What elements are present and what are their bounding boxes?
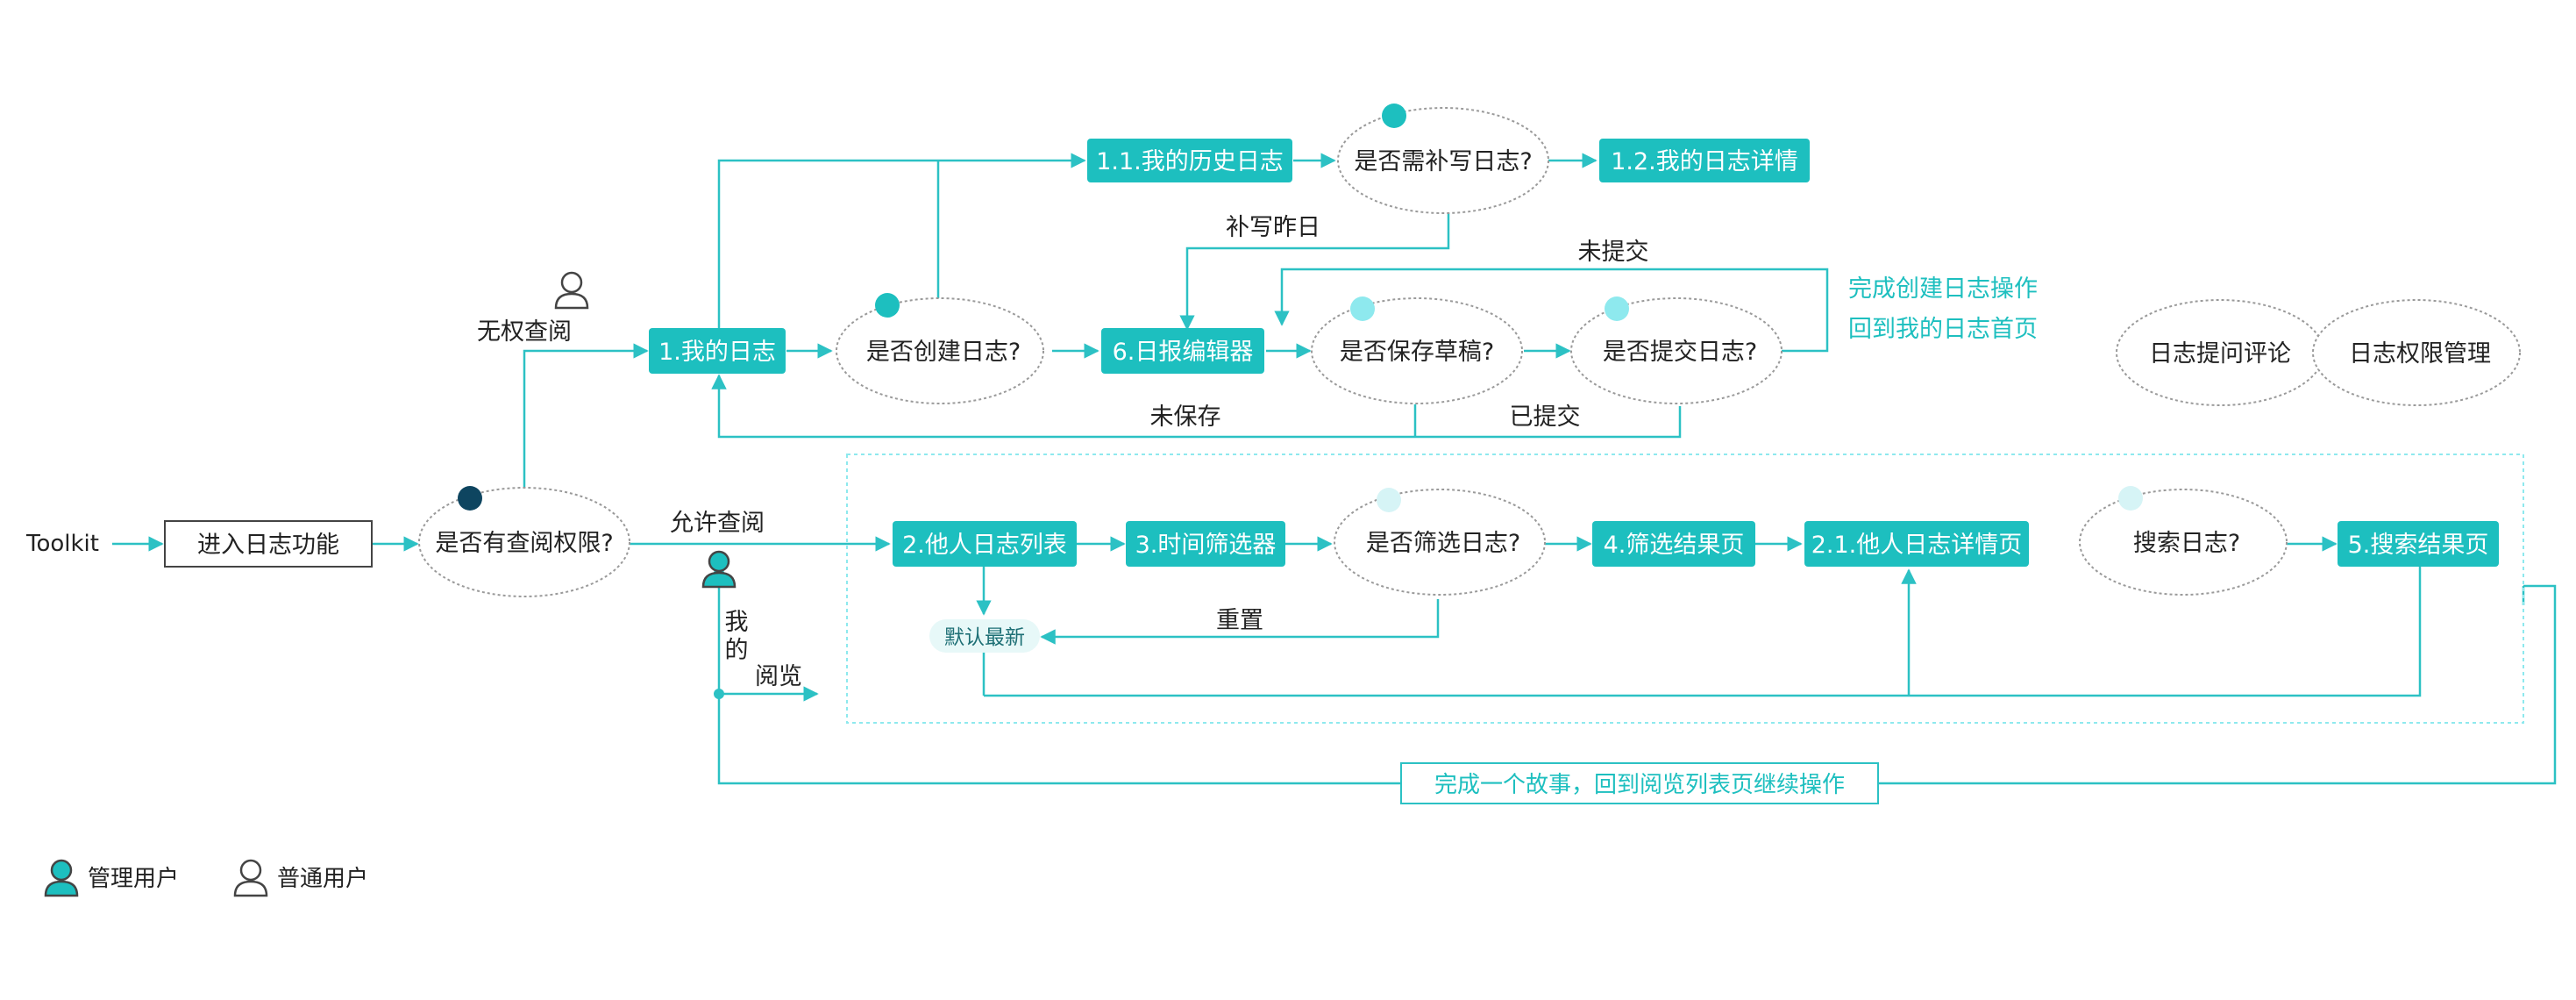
filter-marker-dot [1377,488,1401,512]
others-detail-label: 2.1.他人日志详情页 [1811,532,2023,559]
my-read-char1: 我 [725,609,749,636]
my-log-node[interactable]: 1.我的日志 [649,328,786,374]
edge-return-mylog [711,374,1682,439]
need-question-label: 是否需补写日志? [1354,148,1532,175]
submit-question-label: 是否提交日志? [1603,339,1757,366]
search-marker-dot [2118,486,2143,511]
edge-bottom-detail [984,567,2422,697]
search-question-label: 搜索日志? [2133,530,2240,557]
others-list-label: 2.他人日志列表 [902,532,1067,559]
done-note-line2: 回到我的日志首页 [1848,316,2038,343]
legend-user-icon [233,859,268,897]
create-question-label: 是否创建日志? [866,339,1021,366]
legend-admin-icon [44,859,79,897]
need-marker-dot [1382,104,1406,128]
enter-node[interactable]: 进入日志功能 [164,520,373,568]
time-filter-label: 3.时间筛选器 [1135,532,1277,559]
story-done-label: 完成一个故事，回到阅览列表页继续操作 [1434,772,1845,798]
reset-label: 重置 [1216,607,1263,634]
detail-node[interactable]: 1.2.我的日志详情 [1599,139,1810,182]
perm-mgmt-label: 日志权限管理 [2349,340,2491,368]
comment-feature[interactable]: 日志提问评论 [2116,299,2324,406]
no-perm-label: 无权查阅 [477,318,572,346]
search-result-label: 5.搜索结果页 [2348,532,2489,559]
submit-question[interactable]: 是否提交日志? [1570,297,1783,404]
create-question[interactable]: 是否创建日志? [836,297,1044,404]
not-submitted-label: 未提交 [1578,239,1649,266]
perm-mgmt-feature[interactable]: 日志权限管理 [2312,299,2521,406]
junction-dot [714,689,724,699]
draft-question[interactable]: 是否保存草稿? [1311,297,1523,404]
filter-question-label: 是否筛选日志? [1366,530,1520,557]
submit-marker-dot [1605,296,1629,321]
edge-mylog-history [717,153,1086,330]
perm-question-label: 是否有查阅权限? [435,530,613,557]
filter-result-node[interactable]: 4.筛选结果页 [1592,521,1755,567]
others-list-node[interactable]: 2.他人日志列表 [893,521,1077,567]
toolkit-label: Toolkit [25,531,99,557]
my-read-char2: 的 [725,637,749,664]
legend-admin-label: 管理用户 [88,866,179,892]
story-done-box[interactable]: 完成一个故事，回到阅览列表页继续操作 [1400,762,1879,804]
user-icon [554,271,589,310]
create-marker-dot [875,293,900,318]
edge-story-loop [711,561,2557,785]
legend-user-label: 普通用户 [277,866,368,892]
time-filter-node[interactable]: 3.时间筛选器 [1126,521,1285,567]
others-detail-node[interactable]: 2.1.他人日志详情页 [1804,521,2029,567]
perm-question[interactable]: 是否有查阅权限? [418,487,630,597]
detail-label: 1.2.我的日志详情 [1611,148,1798,175]
default-latest-label: 默认最新 [944,626,1025,649]
makeup-label: 补写昨日 [1226,214,1320,241]
history-label: 1.1.我的历史日志 [1096,148,1284,175]
editor-label: 6.日报编辑器 [1113,339,1254,366]
my-read-label: 阅览 [755,663,802,690]
submitted-label: 已提交 [1510,404,1581,431]
default-latest-badge[interactable]: 默认最新 [929,619,1040,653]
comment-label: 日志提问评论 [2149,340,2291,368]
edge-need-editor [1179,213,1450,331]
filter-result-label: 4.筛选结果页 [1604,532,1745,559]
enter-label: 进入日志功能 [197,532,339,559]
admin-user-icon [701,550,737,589]
history-node[interactable]: 1.1.我的历史日志 [1087,139,1292,182]
filter-question[interactable]: 是否筛选日志? [1334,489,1546,596]
others-region [846,454,2524,724]
done-note-line1: 完成创建日志操作 [1848,275,2038,303]
not-saved-label: 未保存 [1150,404,1221,431]
search-question[interactable]: 搜索日志? [2079,489,2288,596]
draft-marker-dot [1350,296,1375,321]
edge-reset [1040,599,1440,645]
edge-perm-mylog [523,343,649,488]
admin-marker-dot [458,486,482,511]
my-log-label: 1.我的日志 [658,339,776,366]
need-question[interactable]: 是否需补写日志? [1337,107,1549,214]
connectors [112,153,2557,785]
edge-submit-loop [1274,268,1829,353]
allow-label: 允许查阅 [670,510,765,537]
draft-question-label: 是否保存草稿? [1340,339,1494,366]
search-result-node[interactable]: 5.搜索结果页 [2338,521,2499,567]
editor-node[interactable]: 6.日报编辑器 [1101,328,1264,374]
